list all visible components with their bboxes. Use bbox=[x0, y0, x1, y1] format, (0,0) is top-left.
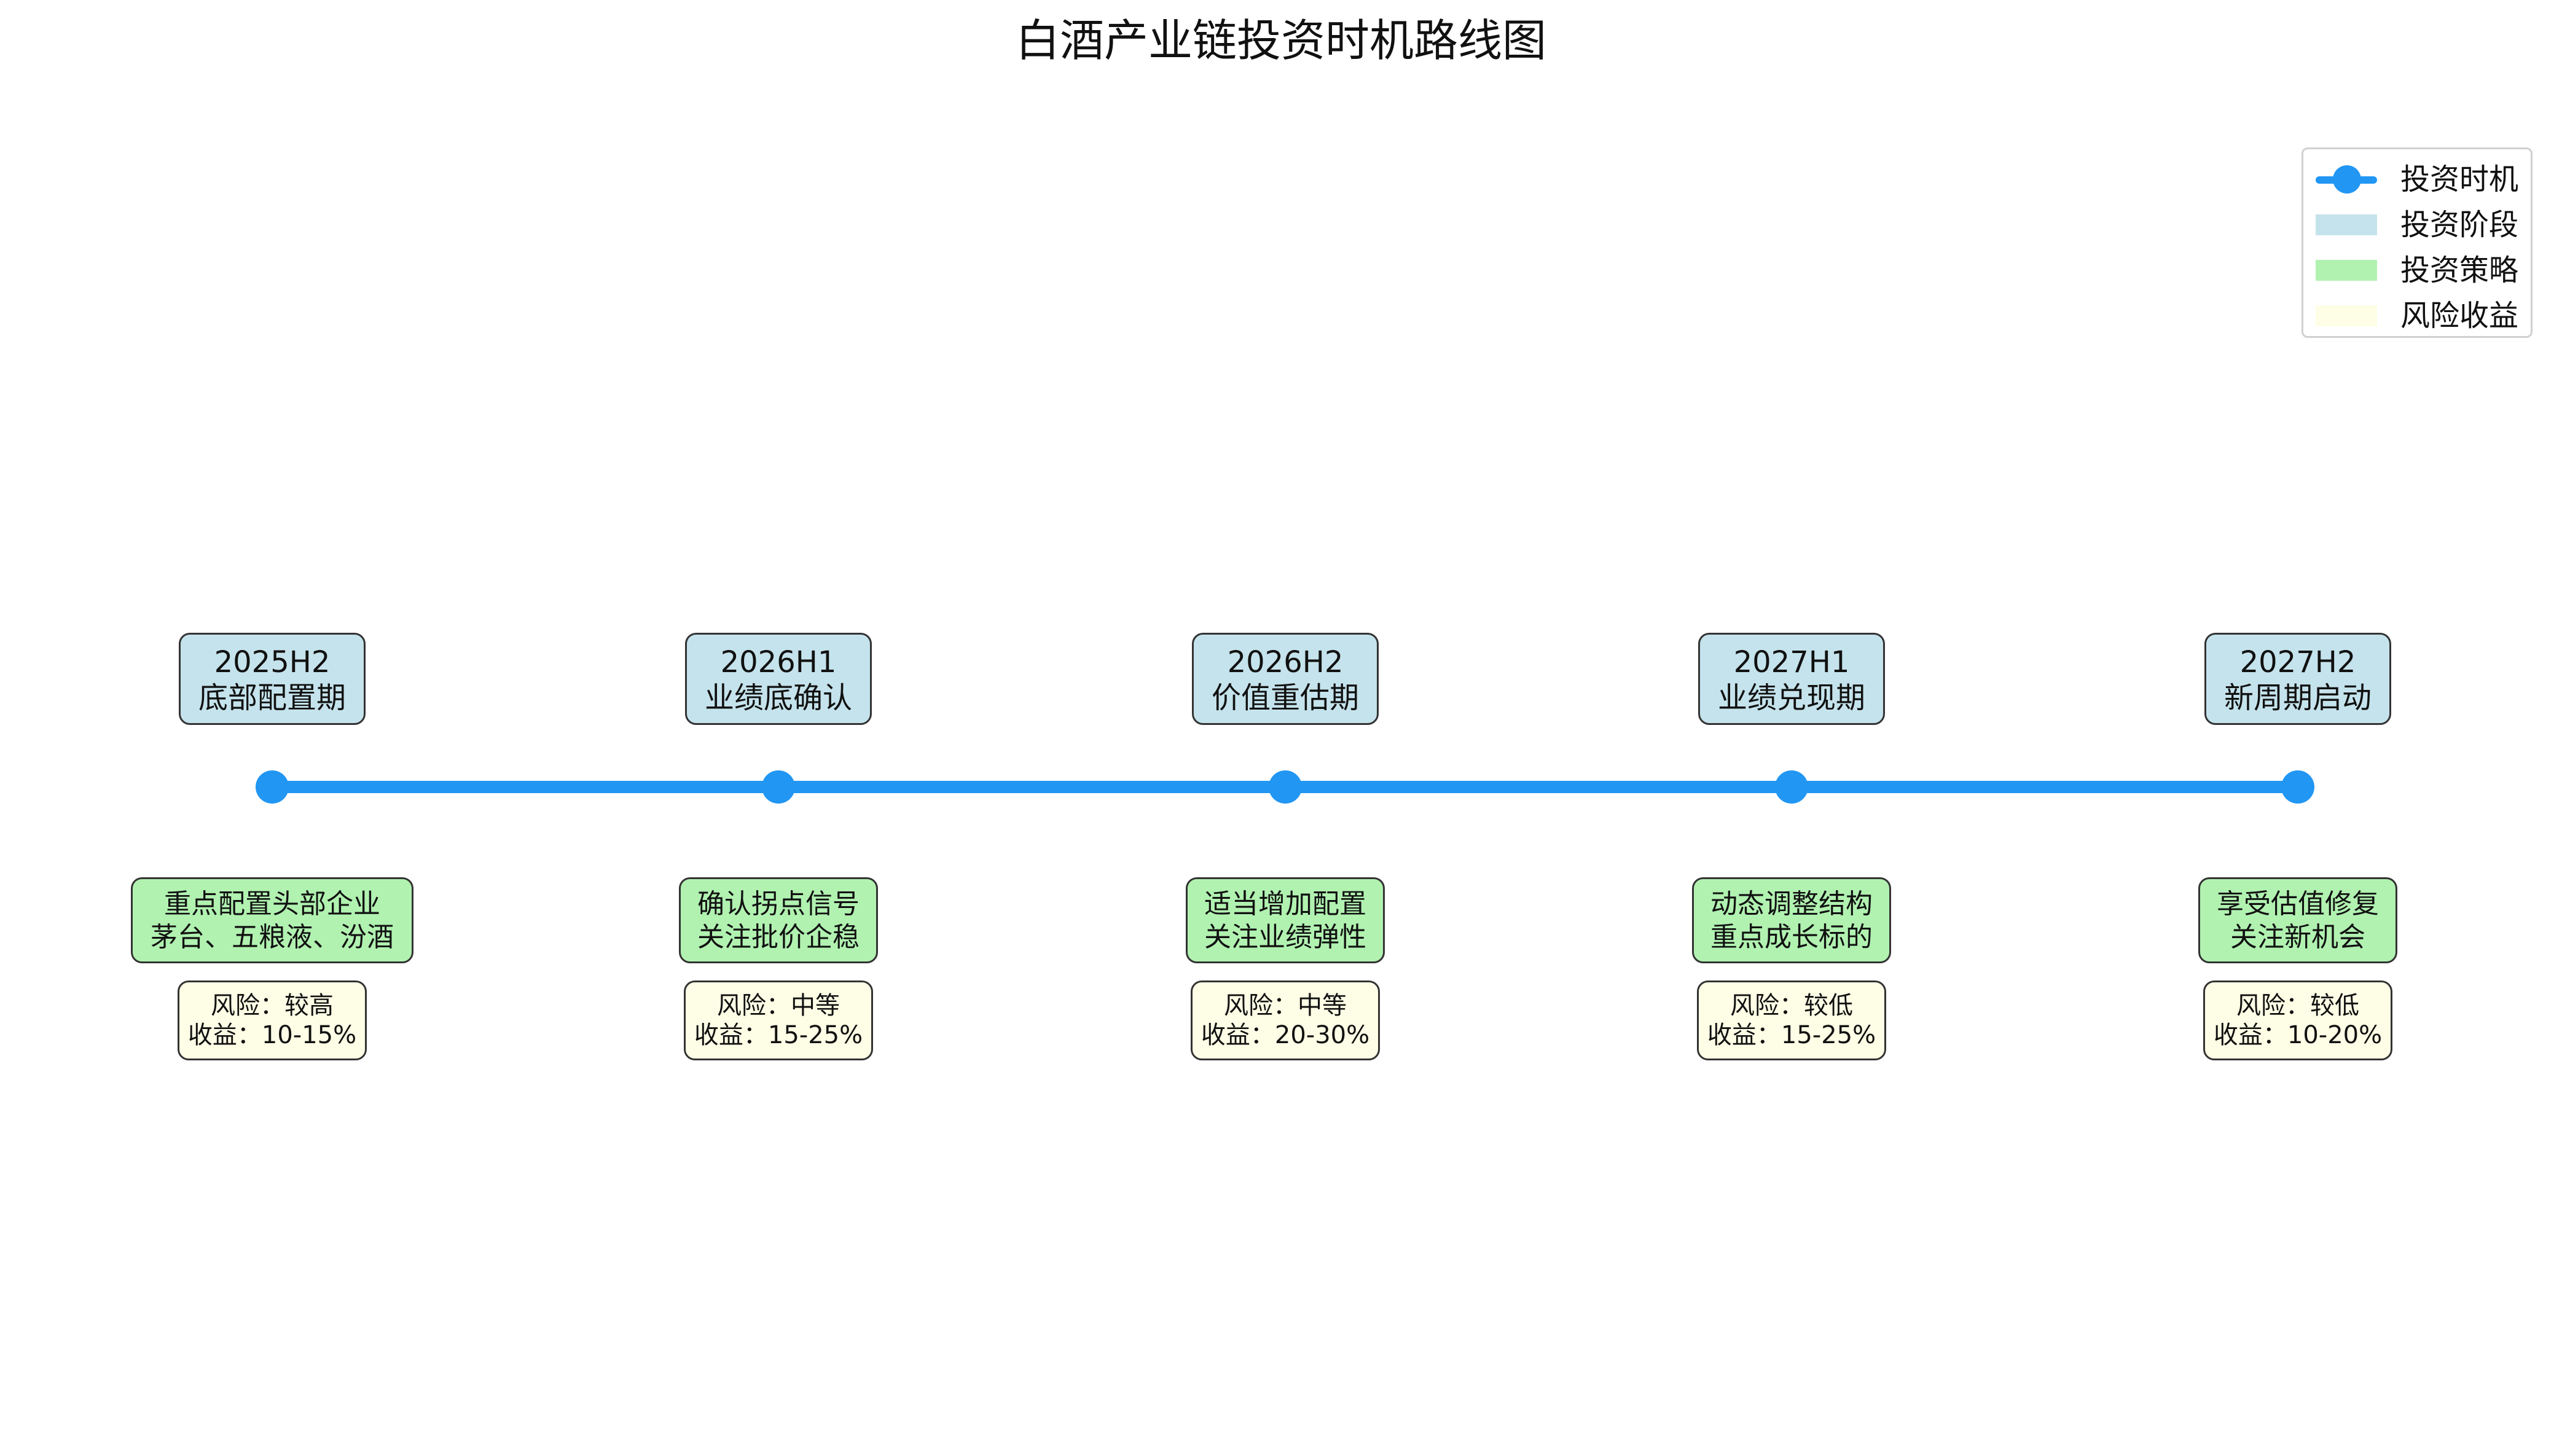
risk-box-2027h2: 风险：较低 收益：10-20% bbox=[2203, 980, 2392, 1060]
strategy-line-1: 重点配置头部企业 bbox=[164, 888, 380, 920]
strategy-line-2: 关注批价企稳 bbox=[697, 922, 860, 953]
legend-item-phase: 投资阶段 bbox=[2303, 202, 2531, 248]
strategy-line-1: 适当增加配置 bbox=[1204, 888, 1366, 920]
phase-period: 2027H2 bbox=[2239, 645, 2356, 679]
return-range: 收益：15-25% bbox=[694, 1021, 863, 1049]
legend-label-timing: 投资时机 bbox=[2400, 162, 2519, 197]
timeline-node-2026h2 bbox=[1269, 770, 1302, 804]
risk-box-2025h2: 风险：较高 收益：10-15% bbox=[178, 980, 367, 1060]
legend-label-phase: 投资阶段 bbox=[2400, 208, 2519, 242]
strategy-line-2: 茅台、五粮液、汾酒 bbox=[151, 922, 394, 953]
legend: 投资时机 投资阶段 投资策略 风险收益 bbox=[2301, 147, 2533, 338]
legend-item-timing: 投资时机 bbox=[2303, 157, 2531, 202]
legend-swatch-risk bbox=[2316, 305, 2377, 326]
phase-box-2027h2: 2027H2 新周期启动 bbox=[2204, 633, 2391, 725]
phase-name: 业绩兑现期 bbox=[1717, 681, 1865, 715]
timeline-node-2027h1 bbox=[1775, 770, 1808, 804]
strategy-line-1: 确认拐点信号 bbox=[697, 888, 860, 920]
strategy-line-2: 关注业绩弹性 bbox=[1204, 922, 1366, 953]
legend-label-risk: 风险收益 bbox=[2400, 299, 2519, 333]
risk-level: 风险：中等 bbox=[1224, 992, 1347, 1020]
return-range: 收益：10-15% bbox=[187, 1021, 357, 1049]
legend-label-strategy: 投资策略 bbox=[2400, 253, 2519, 288]
return-range: 收益：10-20% bbox=[2213, 1021, 2383, 1049]
strategy-box-2027h2: 享受估值修复 关注新机会 bbox=[2198, 877, 2397, 963]
risk-box-2026h1: 风险：中等 收益：15-25% bbox=[684, 980, 873, 1060]
legend-swatch-strategy bbox=[2316, 260, 2377, 281]
strategy-box-2026h2: 适当增加配置 关注业绩弹性 bbox=[1186, 877, 1385, 963]
legend-swatch-phase bbox=[2316, 214, 2377, 235]
return-range: 收益：20-30% bbox=[1201, 1021, 1370, 1049]
timeline-node-2025h2 bbox=[256, 770, 289, 804]
phase-name: 新周期启动 bbox=[2223, 681, 2372, 715]
phase-name: 业绩底确认 bbox=[704, 681, 852, 715]
strategy-box-2026h1: 确认拐点信号 关注批价企稳 bbox=[679, 877, 878, 963]
phase-box-2027h1: 2027H1 业绩兑现期 bbox=[1698, 633, 1885, 725]
risk-box-2026h2: 风险：中等 收益：20-30% bbox=[1191, 980, 1380, 1060]
phase-period: 2026H2 bbox=[1227, 645, 1344, 679]
return-range: 收益：15-25% bbox=[1707, 1021, 1876, 1049]
phase-name: 底部配置期 bbox=[198, 681, 346, 715]
risk-level: 风险：较高 bbox=[211, 992, 334, 1020]
risk-box-2027h1: 风险：较低 收益：15-25% bbox=[1697, 980, 1886, 1060]
chart-title: 白酒产业链投资时机路线图 bbox=[1015, 15, 1546, 66]
strategy-line-2: 关注新机会 bbox=[2230, 922, 2365, 953]
phase-name: 价值重估期 bbox=[1211, 681, 1359, 715]
strategy-box-2025h2: 重点配置头部企业 茅台、五粮液、汾酒 bbox=[131, 877, 413, 963]
timeline-node-2027h2 bbox=[2281, 770, 2314, 804]
phase-box-2025h2: 2025H2 底部配置期 bbox=[179, 633, 366, 725]
strategy-box-2027h1: 动态调整结构 重点成长标的 bbox=[1692, 877, 1891, 963]
risk-level: 风险：较低 bbox=[2236, 992, 2359, 1020]
timeline-node-2026h1 bbox=[762, 770, 795, 804]
strategy-line-2: 重点成长标的 bbox=[1710, 922, 1873, 953]
phase-period: 2027H1 bbox=[1733, 645, 1850, 679]
strategy-line-1: 动态调整结构 bbox=[1710, 888, 1873, 920]
legend-dot bbox=[2333, 165, 2361, 194]
phase-box-2026h2: 2026H2 价值重估期 bbox=[1192, 633, 1379, 725]
phase-period: 2026H1 bbox=[720, 645, 837, 679]
phase-box-2026h1: 2026H1 业绩底确认 bbox=[685, 633, 872, 725]
risk-level: 风险：中等 bbox=[717, 992, 840, 1020]
risk-level: 风险：较低 bbox=[1730, 992, 1853, 1020]
strategy-line-1: 享受估值修复 bbox=[2217, 888, 2379, 920]
legend-swatch-timing bbox=[2316, 165, 2377, 194]
legend-item-risk: 风险收益 bbox=[2303, 293, 2531, 339]
legend-item-strategy: 投资策略 bbox=[2303, 248, 2531, 293]
phase-period: 2025H2 bbox=[214, 645, 331, 679]
